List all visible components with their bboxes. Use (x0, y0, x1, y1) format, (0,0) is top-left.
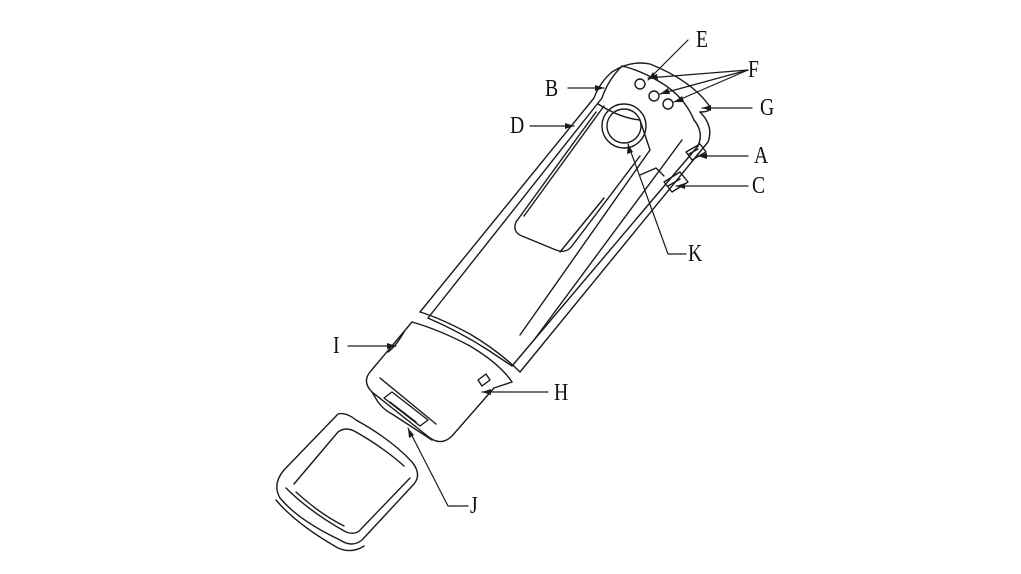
device-cap (275, 412, 419, 552)
label-c: C (752, 173, 766, 199)
device-body (411, 62, 711, 387)
arrowheads (387, 72, 711, 438)
label-h: H (554, 380, 569, 406)
leader-lines (347, 39, 753, 507)
label-e: E (696, 27, 709, 53)
label-g: G (760, 95, 775, 121)
label-i: I (333, 333, 340, 359)
label-a: A (754, 143, 769, 169)
label-b: B (545, 76, 559, 102)
label-k: K (688, 241, 703, 267)
label-j: J (470, 493, 478, 519)
connector-section (365, 321, 513, 443)
label-f: F (748, 57, 759, 83)
label-d: D (510, 113, 525, 139)
